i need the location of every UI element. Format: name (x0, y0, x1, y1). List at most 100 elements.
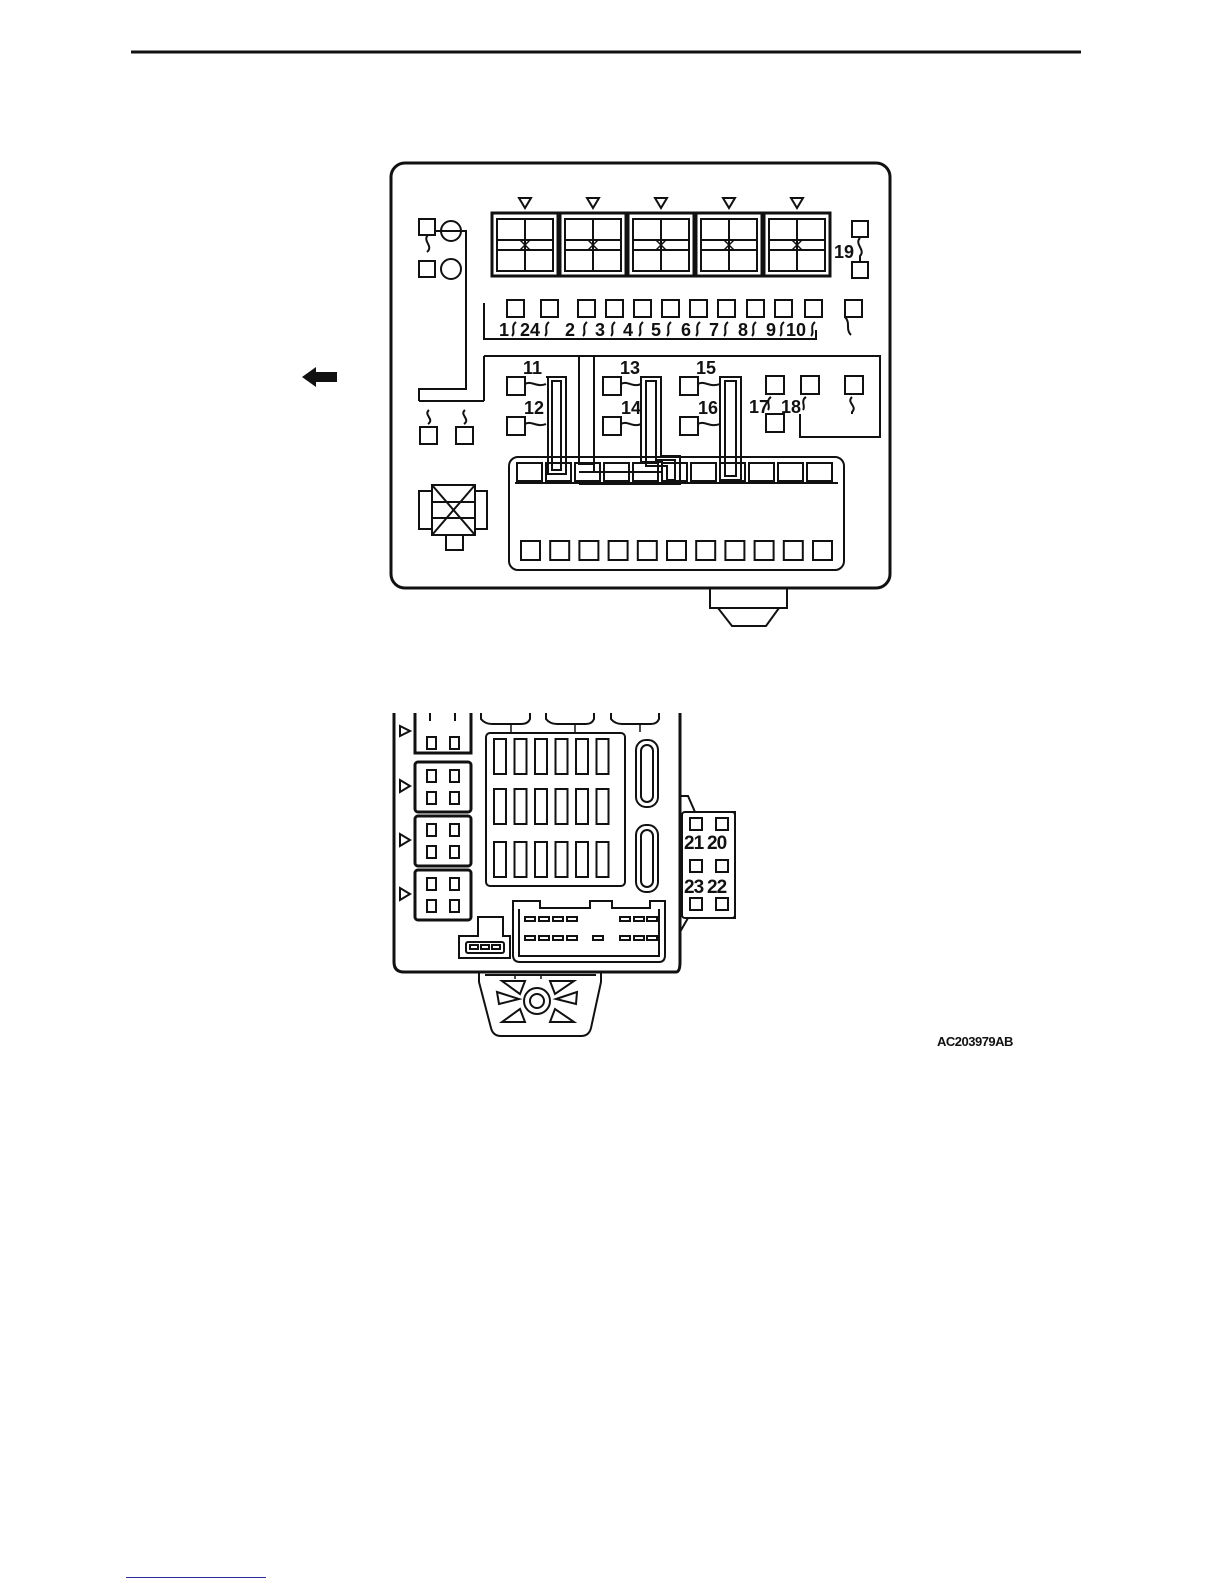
label-18: 18 (781, 397, 801, 417)
blade-fuse (597, 789, 609, 824)
fuse-label-1: 1 (499, 320, 509, 340)
connector-slot (553, 917, 563, 921)
blade-fuse (515, 842, 527, 877)
lower-fuse-box: 21 20 23 22 (394, 713, 735, 1036)
connector-slot (647, 936, 657, 940)
connector-slot (620, 936, 630, 940)
connector-slot (620, 917, 630, 921)
connector-slot (539, 917, 549, 921)
wave-connector-icon (611, 322, 615, 336)
fuse-slot (541, 300, 558, 317)
triangle-marker-icon (400, 780, 410, 792)
blade-fuse (494, 842, 506, 877)
fuse-slot (507, 300, 524, 317)
blade-fuse (556, 739, 568, 774)
fuse-slot (634, 300, 651, 317)
blade-fuse (556, 789, 568, 824)
connector-pin (609, 541, 628, 560)
label-12: 12 (524, 398, 544, 418)
fuse-label-9: 9 (766, 320, 776, 340)
blade-fuse (597, 739, 609, 774)
connector-slot (567, 936, 577, 940)
connector-pin (725, 541, 744, 560)
wave-connector-icon (583, 322, 587, 336)
blade-fuse (576, 789, 588, 824)
relay-5 (764, 198, 830, 276)
label-23: 23 (684, 877, 704, 898)
blade-fuse (556, 842, 568, 877)
relay-icon (419, 485, 487, 550)
left-relay-2 (400, 762, 471, 812)
left-relay-3 (400, 816, 471, 866)
wave-connector-icon (639, 322, 643, 336)
blade-fuse (576, 842, 588, 877)
connector-pin (813, 541, 832, 560)
triangle-marker-icon (791, 198, 803, 208)
wave-connector-icon (724, 322, 728, 336)
blade-fuse (494, 789, 506, 824)
label-22: 22 (707, 877, 727, 898)
connector-slot (539, 936, 549, 940)
connector-slot (525, 917, 535, 921)
fuse-17-18-group: 17 18 (749, 376, 863, 432)
connector-slot (634, 917, 644, 921)
fuse-label-3: 3 (595, 320, 605, 340)
connector-pin (579, 541, 598, 560)
label-14: 14 (621, 398, 641, 418)
triangle-marker-icon (655, 198, 667, 208)
fuse-label-2: 2 (565, 320, 575, 340)
blade-fuse (576, 739, 588, 774)
fuse-15-16-group: 15 16 (680, 358, 741, 480)
label-13: 13 (620, 358, 640, 378)
relay-row (492, 198, 830, 276)
wave-connector-icon (696, 322, 700, 336)
left-relay-column (400, 713, 471, 920)
connector-slot (634, 936, 644, 940)
connector-slot (567, 917, 577, 921)
fuse-slot (805, 300, 822, 317)
relay-1 (492, 198, 558, 276)
wave-connector-icon (780, 322, 784, 336)
fuse-slot (747, 300, 764, 317)
triangle-marker-icon (723, 198, 735, 208)
wave-connector-icon (667, 322, 671, 336)
fuse-slot (690, 300, 707, 317)
fuse-slot (845, 300, 862, 317)
connector-pin (546, 463, 571, 481)
relay-4 (696, 198, 762, 276)
label-19: 19 (834, 242, 854, 262)
lower-fuse-grid (486, 733, 625, 886)
connector-pin (778, 463, 803, 481)
fuse-slot (578, 300, 595, 317)
blade-fuse (515, 739, 527, 774)
blade-fuse (535, 789, 547, 824)
triangle-marker-icon (587, 198, 599, 208)
fuse-slot (662, 300, 679, 317)
connector-pin (749, 463, 774, 481)
fuse-label-10: 10 (786, 320, 806, 340)
wave-connector-icon (811, 322, 815, 336)
left-relay-4 (400, 870, 471, 920)
blade-fuse (597, 842, 609, 877)
relay-3 (628, 198, 694, 276)
fuse-label-8: 8 (738, 320, 748, 340)
label-15: 15 (696, 358, 716, 378)
connector-pin (517, 463, 542, 481)
connector-pin (784, 541, 803, 560)
left-relay-1 (400, 713, 471, 753)
connector-pin (550, 541, 569, 560)
label-11: 11 (523, 358, 542, 378)
blade-fuse (535, 739, 547, 774)
fuse-label-6: 6 (681, 320, 691, 340)
footnote-rule (126, 1577, 266, 1578)
connector-slot (647, 917, 657, 921)
fuse-label-4: 4 (623, 320, 633, 340)
connector-slot (553, 936, 563, 940)
wave-connector-icon (512, 322, 516, 336)
connector-pin (691, 463, 716, 481)
small-connector (459, 917, 510, 958)
label-20: 20 (707, 833, 727, 854)
